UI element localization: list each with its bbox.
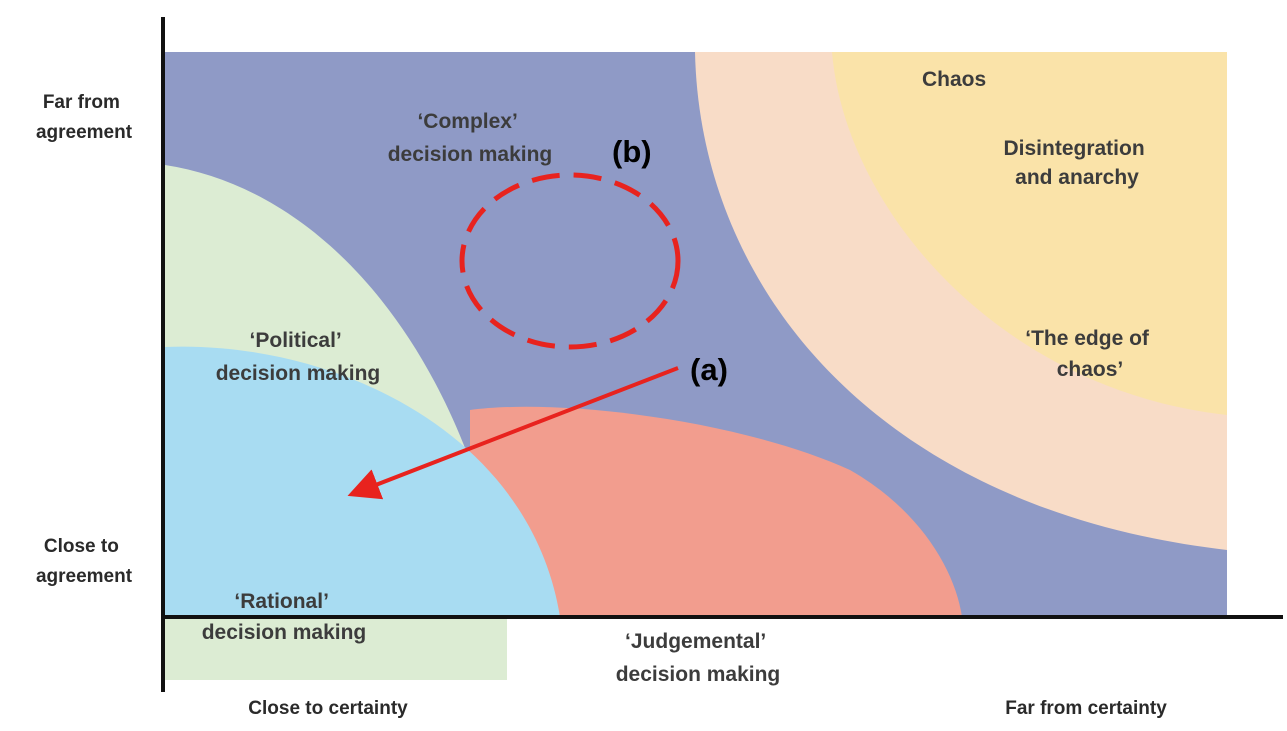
x-axis-left-label: Close to certainty: [248, 698, 408, 719]
chaos-zone-label: Chaos: [922, 68, 986, 91]
political-zone-extension: [165, 617, 507, 680]
y-axis-bottom-label: Close to agreement: [36, 536, 133, 587]
political-zone-label: ‘Political’ decision making: [216, 329, 381, 385]
edge-of-chaos-label: ‘The edge of chaos’: [1025, 327, 1155, 381]
complex-zone-label: ‘Complex’ decision making: [388, 110, 553, 166]
marker-b-label: (b): [612, 134, 652, 169]
judgemental-zone-label: ‘Judgemental’ decision making: [616, 630, 781, 686]
movement-arrow-a: [347, 366, 679, 500]
chaos-zone: [832, 52, 1227, 415]
x-axis-right-label: Far from certainty: [1005, 698, 1167, 719]
judgemental-zone: [470, 406, 962, 617]
rational-zone-label: ‘Rational’ decision making: [202, 590, 367, 644]
region-b-dashed-ellipse: [459, 172, 681, 350]
disintegration-label: Disintegration and anarchy: [1003, 137, 1150, 189]
y-axis-top-label: Far from agreement: [36, 92, 133, 143]
marker-a-label: (a): [690, 352, 728, 387]
